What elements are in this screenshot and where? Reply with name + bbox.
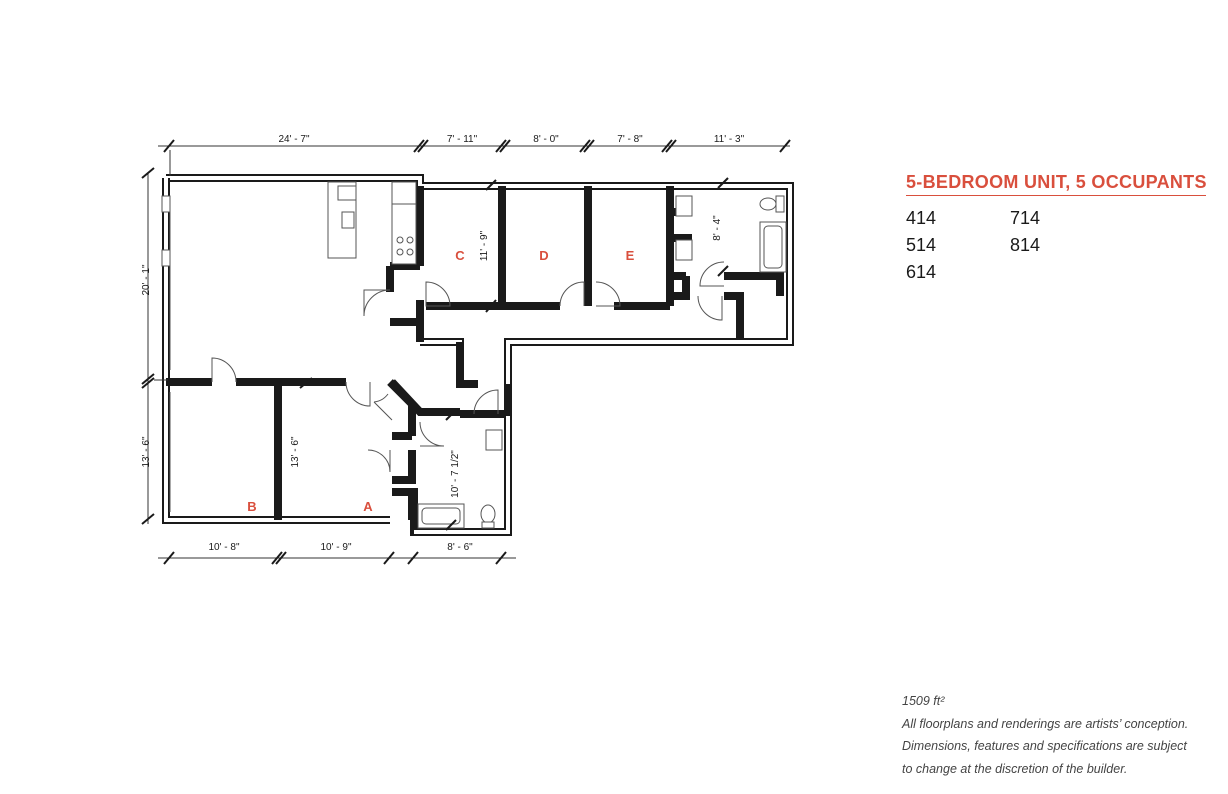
dimension-ticks xyxy=(141,139,791,565)
dim-bath-a: 10' - 7 1/2" xyxy=(450,450,461,498)
unit-number-list: 414 714 514 814 614 xyxy=(906,208,1206,283)
room-label-d: D xyxy=(539,248,548,263)
unit-title: 5-BEDROOM UNIT, 5 OCCUPANTS xyxy=(906,172,1206,196)
room-label-c: C xyxy=(455,248,465,263)
dim-top-c: 7' - 11" xyxy=(447,134,478,145)
dim-c-depth: 11' - 9" xyxy=(479,230,490,261)
unit-number: 514 xyxy=(906,235,937,255)
footnotes: 1509 ft² All floorplans and renderings a… xyxy=(902,690,1222,780)
dim-top-living: 24' - 7" xyxy=(278,134,309,145)
disclaimer-line: Dimensions, features and specifications … xyxy=(902,739,1187,753)
dim-top-e: 7' - 8" xyxy=(617,134,643,145)
dim-left-b: 13' - 6" xyxy=(141,436,152,467)
disclaimer-line: All floorplans and renderings are artist… xyxy=(902,716,1189,731)
windows xyxy=(161,195,171,512)
room-label-a: A xyxy=(363,499,373,514)
dim-top-bath: 11' - 3" xyxy=(714,134,745,145)
walls xyxy=(162,174,794,536)
area-text: 1509 ft² xyxy=(902,694,945,708)
unit-number: 814 xyxy=(1010,235,1041,255)
unit-number: 414 xyxy=(906,208,937,228)
dim-inner-a: 13' - 6" xyxy=(290,436,301,467)
room-label-e: E xyxy=(626,248,635,263)
room-label-b: B xyxy=(247,499,256,514)
dim-top-d: 8' - 0" xyxy=(533,134,559,145)
unit-info-panel: 5-BEDROOM UNIT, 5 OCCUPANTS 414 714 514 … xyxy=(906,172,1206,283)
dim-bottom-bath: 8' - 6" xyxy=(447,542,473,553)
doors xyxy=(211,261,725,473)
dim-bottom-a: 10' - 9" xyxy=(320,542,351,553)
disclaimer-line: to change at the discretion of the build… xyxy=(902,761,1128,776)
unit-number: 614 xyxy=(906,262,937,282)
dimension-lines xyxy=(147,145,790,559)
dim-left-living: 20' - 1" xyxy=(141,264,152,295)
bath-fixtures xyxy=(417,195,787,529)
kitchen xyxy=(327,181,417,265)
unit-number: 714 xyxy=(1010,208,1041,228)
dim-bottom-b: 10' - 8" xyxy=(208,542,239,553)
dim-bath-e: 8' - 4" xyxy=(712,215,723,241)
